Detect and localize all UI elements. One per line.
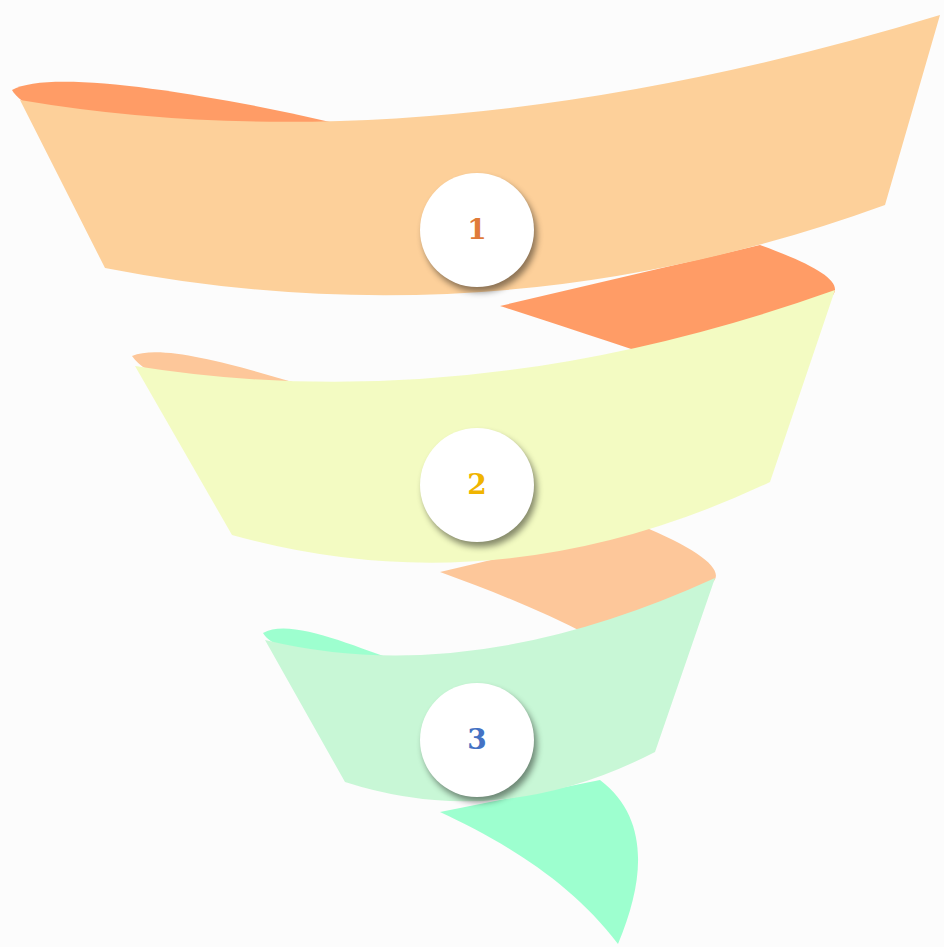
callout-number: 2 [467, 471, 486, 499]
ribbon-band [265, 578, 715, 801]
number-circle: 3 [420, 683, 534, 797]
number-circle: 2 [420, 428, 534, 542]
callout-number: 1 [467, 216, 486, 244]
ribbon-back [440, 780, 638, 944]
ribbon-band [20, 15, 940, 295]
ribbon-band [135, 290, 835, 563]
number-circle: 1 [420, 173, 534, 287]
callout-number: 3 [467, 726, 486, 754]
